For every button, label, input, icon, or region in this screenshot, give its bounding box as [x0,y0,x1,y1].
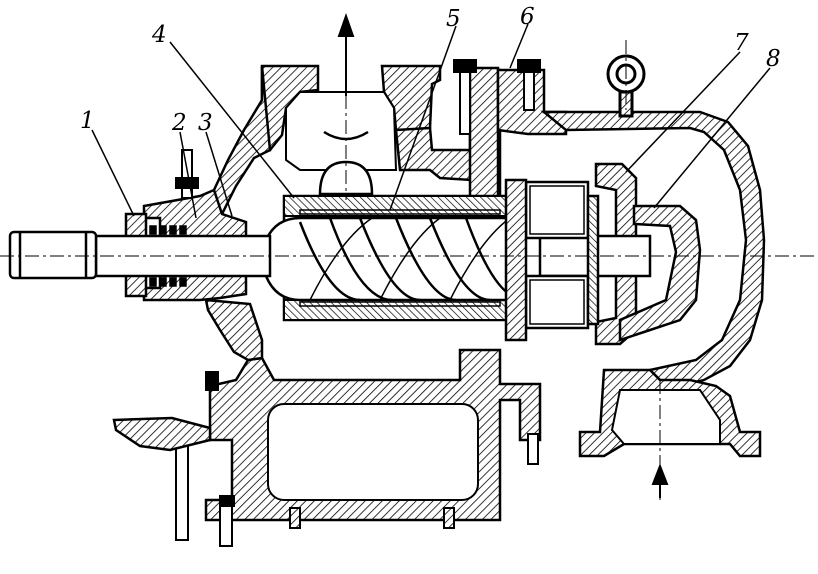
callout-2: 2 [171,110,187,136]
callout-5: 5 [446,6,461,32]
callout-4: 4 [151,22,167,48]
motor [504,178,600,342]
discharge-arrow-icon [337,12,355,37]
callout-8: 8 [766,46,781,72]
leader-lines [91,23,771,219]
flow-arrows [337,12,669,498]
cavities [267,91,721,501]
support-bracket [112,416,212,452]
callout-labels: 1 2 3 4 5 6 7 8 [80,4,781,136]
callout-1: 1 [80,108,95,134]
bolts [175,59,541,547]
callout-3: 3 [198,110,213,136]
seal-pack [149,209,501,307]
screw-rotor [264,216,550,302]
suction-arrow-icon [651,463,669,485]
callout-7: 7 [734,30,749,56]
callout-6: 6 [520,4,535,30]
